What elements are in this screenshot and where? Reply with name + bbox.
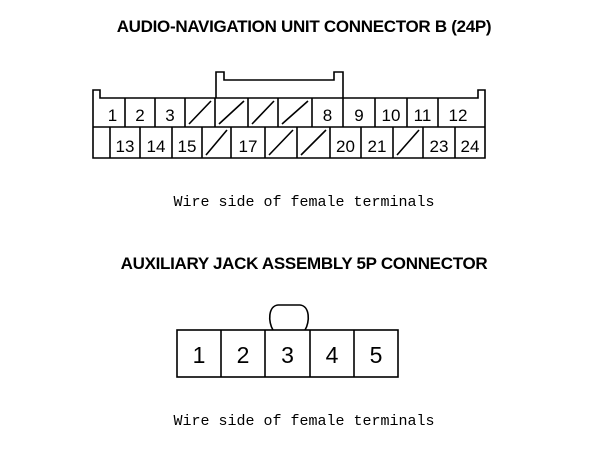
connector-b-pin-label: 9: [354, 106, 363, 125]
aux-jack-caption: Wire side of female terminals: [173, 413, 435, 430]
connector-b-pin-label: 1: [108, 106, 117, 125]
connector-b-pin-label: 13: [116, 137, 135, 156]
empty-cavity-slash: [300, 129, 327, 156]
connector-b-pin-label: 15: [178, 137, 197, 156]
empty-cavity-slash: [396, 129, 420, 156]
aux-jack-title: AUXILIARY JACK ASSEMBLY 5P CONNECTOR: [120, 254, 488, 273]
empty-cavity-slash: [251, 100, 275, 125]
connector-b-pin-label: 21: [368, 137, 387, 156]
connector-b-pin-label: 2: [135, 106, 144, 125]
connector-b-pin-label: 3: [165, 106, 174, 125]
aux-jack-pin-label: 5: [370, 342, 383, 368]
connector-b-pin-label: 23: [430, 137, 449, 156]
empty-cavity-slash: [188, 100, 212, 125]
connector-b-pin-label: 12: [449, 106, 468, 125]
aux-jack-pin-label: 2: [237, 342, 250, 368]
aux-jack-lock-tab: [268, 304, 310, 331]
connector-b-pin-label: 24: [461, 137, 480, 156]
aux-jack-pin-label: 3: [281, 342, 294, 368]
empty-cavity-slash: [268, 129, 294, 156]
connector-b-pin-label: 17: [239, 137, 258, 156]
aux-jack-housing: [176, 329, 399, 378]
connector-b-pin-label: 20: [336, 137, 355, 156]
aux-jack-diagram: 1 2 3 4 5: [176, 304, 399, 378]
aux-jack-pin-label: 1: [193, 342, 206, 368]
aux-jack-pin-label: 4: [326, 342, 339, 368]
empty-cavity-slash: [205, 129, 228, 156]
connector-b-pin-label: 8: [323, 106, 332, 125]
connector-b-caption: Wire side of female terminals: [173, 194, 435, 211]
connector-b-pin-label: 14: [147, 137, 166, 156]
connector-b-lock-tab: [215, 71, 344, 98]
empty-cavity-slash: [218, 100, 245, 125]
connector-b-title: AUDIO-NAVIGATION UNIT CONNECTOR B (24P): [116, 17, 492, 36]
connector-b-pin-label: 11: [414, 106, 432, 125]
empty-cavity-slash: [281, 100, 309, 125]
connector-b-housing: [92, 89, 486, 159]
connector-b-pin-label: 10: [382, 106, 401, 125]
